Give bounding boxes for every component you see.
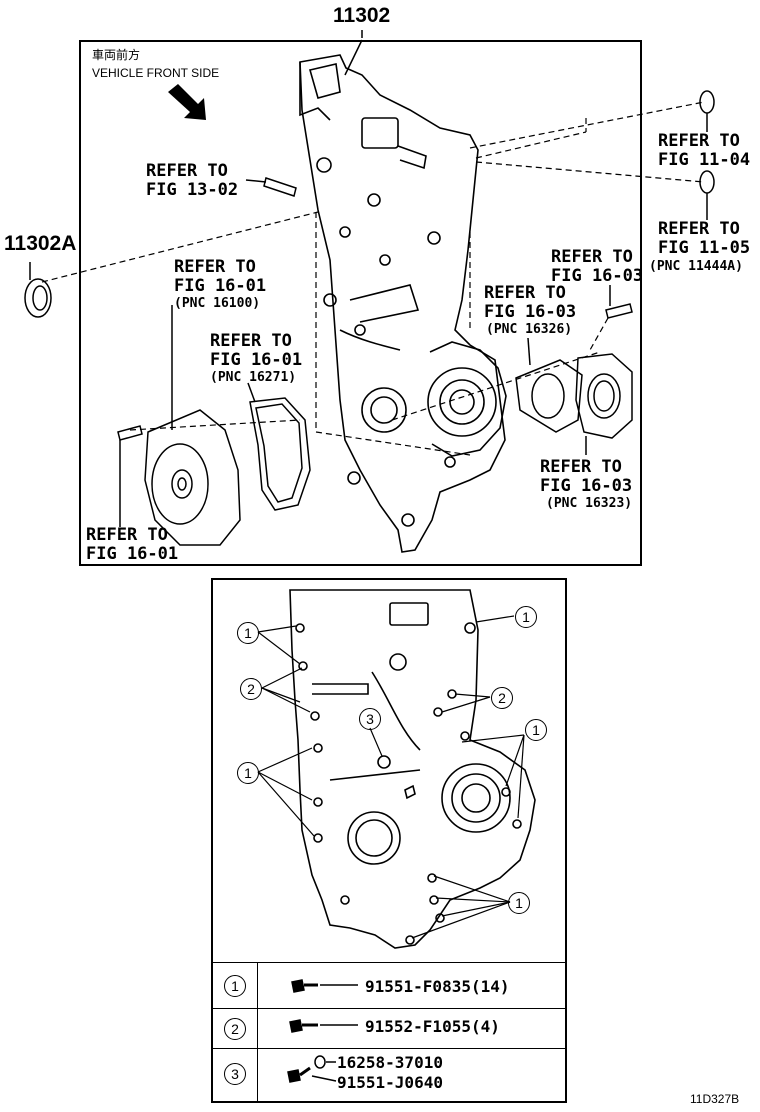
water-inlet-housing bbox=[575, 353, 633, 455]
legend-part-3b: 91551-J0640 bbox=[337, 1073, 443, 1092]
legend-bolt-icons bbox=[287, 979, 358, 1083]
callout-1: 1 bbox=[237, 762, 259, 784]
timing-chain-cover bbox=[299, 54, 507, 553]
callout-1: 1 bbox=[525, 719, 547, 741]
main-part-number: 11302 bbox=[333, 4, 391, 27]
water-inlet-gasket bbox=[515, 337, 583, 433]
water-inlet-bolt bbox=[605, 285, 633, 319]
pnc-11444a: (PNC 11444A) bbox=[649, 259, 743, 274]
pnc-16100: (PNC 16100) bbox=[174, 296, 261, 311]
water-pump-bolt bbox=[117, 425, 143, 527]
water-pump-gasket bbox=[247, 382, 311, 511]
legend-part-1: 91551-F0835(14) bbox=[365, 977, 510, 996]
callout-leaders bbox=[257, 615, 525, 939]
upper-diagram-frame bbox=[79, 40, 642, 566]
seal-part-number: 11302A bbox=[4, 232, 77, 255]
legend-part-2: 91552-F1055(4) bbox=[365, 1017, 500, 1036]
callout-1: 1 bbox=[237, 622, 259, 644]
pnc-16323: (PNC 16323) bbox=[546, 496, 633, 511]
o-ring-11-05 bbox=[699, 170, 715, 194]
pnc-16326: (PNC 16326) bbox=[486, 322, 573, 337]
front-label-jp: 車両前方 bbox=[92, 48, 141, 62]
callout-1: 1 bbox=[515, 606, 537, 628]
callout-2: 2 bbox=[240, 678, 262, 700]
legend-callout-1: 1 bbox=[224, 975, 246, 997]
legend-row-1: 1 91551-F0835(14) bbox=[213, 962, 565, 1009]
front-label-en: VEHICLE FRONT SIDE bbox=[92, 66, 220, 80]
lower-diagram-frame bbox=[211, 578, 567, 1103]
diagram-code: 11D327B bbox=[690, 1092, 740, 1106]
legend-callout-3: 3 bbox=[224, 1063, 246, 1085]
vehicle-front-arrow-icon bbox=[168, 84, 206, 120]
o-ring-11-04 bbox=[699, 90, 715, 114]
legend-part-3a: 16258-37010 bbox=[337, 1053, 443, 1072]
lower-timing-cover bbox=[289, 589, 536, 949]
water-pump bbox=[144, 305, 241, 546]
legend-row-3: 3 16258-37010 91551-J0640 bbox=[213, 1048, 565, 1102]
leader-11302-cover bbox=[344, 39, 363, 76]
callout-2: 2 bbox=[491, 687, 513, 709]
stud-bolt-13-02 bbox=[245, 177, 297, 197]
legend-row-2: 2 91552-F1055(4) bbox=[213, 1008, 565, 1049]
callout-3: 3 bbox=[359, 708, 381, 730]
pnc-16271: (PNC 16271) bbox=[210, 370, 297, 385]
legend-callout-2: 2 bbox=[224, 1018, 246, 1040]
oil-seal-11302a bbox=[24, 262, 52, 318]
callout-1: 1 bbox=[508, 892, 530, 914]
